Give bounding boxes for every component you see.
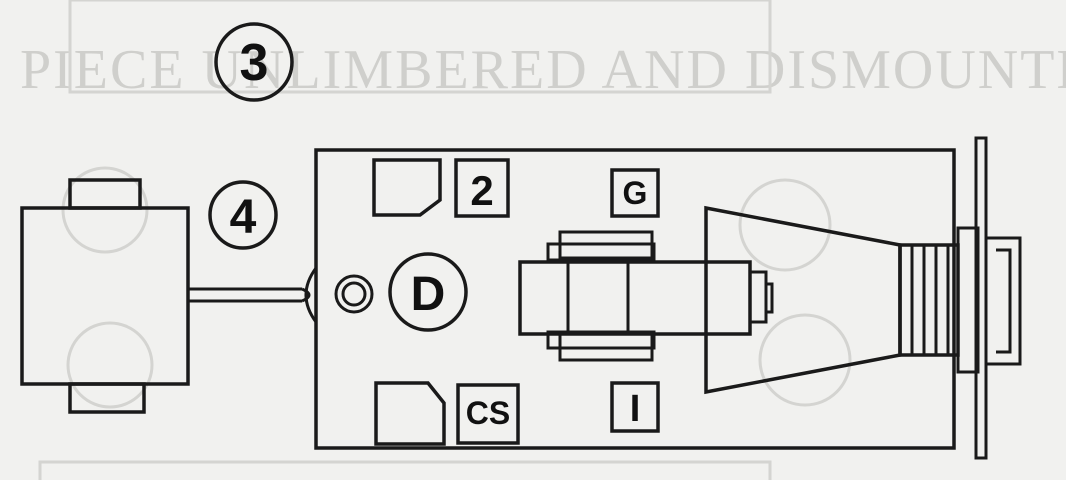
cradle-top-inner — [546, 242, 656, 262]
front-plate-mount — [956, 226, 980, 374]
shield-trapezoid — [704, 205, 902, 395]
front-bracket-outer — [986, 236, 1022, 366]
position-1-marker: I — [610, 381, 660, 433]
bleed-bottom-frame — [38, 460, 772, 480]
bleed-circle-d — [758, 313, 852, 407]
bleed-circle-c — [738, 178, 832, 272]
gun-shield — [704, 205, 960, 395]
ammunition-chest-top — [372, 158, 442, 217]
breech-block — [518, 260, 752, 336]
bleed-frame — [68, 0, 772, 94]
trail-end — [304, 267, 318, 323]
limber-wheel-top — [68, 178, 142, 210]
bleed-circle-a — [61, 166, 149, 254]
front-plate — [956, 136, 1022, 460]
cradle-bottom-inner — [546, 330, 656, 350]
gun-assembly — [518, 230, 774, 362]
position-2-box — [454, 158, 510, 218]
bleed-circle-b — [66, 321, 154, 409]
chief-of-section-marker: CS — [456, 383, 520, 445]
position-4-label: 4 — [230, 191, 257, 244]
ammunition-chest-bottom — [374, 381, 446, 446]
front-bracket-inner — [996, 248, 1012, 354]
position-4-marker: 4 — [208, 180, 278, 250]
muzzle-tip — [764, 282, 774, 314]
aiming-point-inner — [341, 281, 367, 307]
limber-pole — [188, 267, 318, 323]
position-1-label: I — [630, 388, 641, 430]
bleed-through: PIECE UNLIMBERED AND DISMOUNTED. — [20, 0, 1066, 480]
gunner-box — [610, 168, 660, 218]
director-marker: D — [334, 252, 468, 332]
position-d-circle — [388, 252, 468, 332]
position-3-label: 3 — [240, 34, 269, 92]
muzzle-cap — [748, 270, 768, 324]
position-1-box — [610, 381, 660, 433]
aiming-point-outer — [334, 274, 374, 314]
gunner-label: G — [623, 175, 648, 211]
position-4-circle — [208, 180, 278, 250]
pole-hook — [301, 287, 311, 303]
position-3-circle — [214, 22, 294, 102]
limber — [20, 178, 190, 414]
gun-section-area — [314, 148, 956, 450]
position-2-label: 2 — [470, 167, 493, 214]
front-plate-bar — [974, 136, 988, 460]
position-d-label: D — [411, 268, 446, 321]
limber-wheel-bottom — [68, 382, 146, 414]
position-2-marker: 2 — [454, 158, 510, 218]
chief-of-section-box — [456, 383, 520, 445]
position-3-marker: 3 — [214, 22, 294, 102]
gunner-marker: G — [610, 168, 660, 218]
chief-of-section-label: CS — [466, 395, 510, 431]
limber-body — [20, 206, 190, 386]
